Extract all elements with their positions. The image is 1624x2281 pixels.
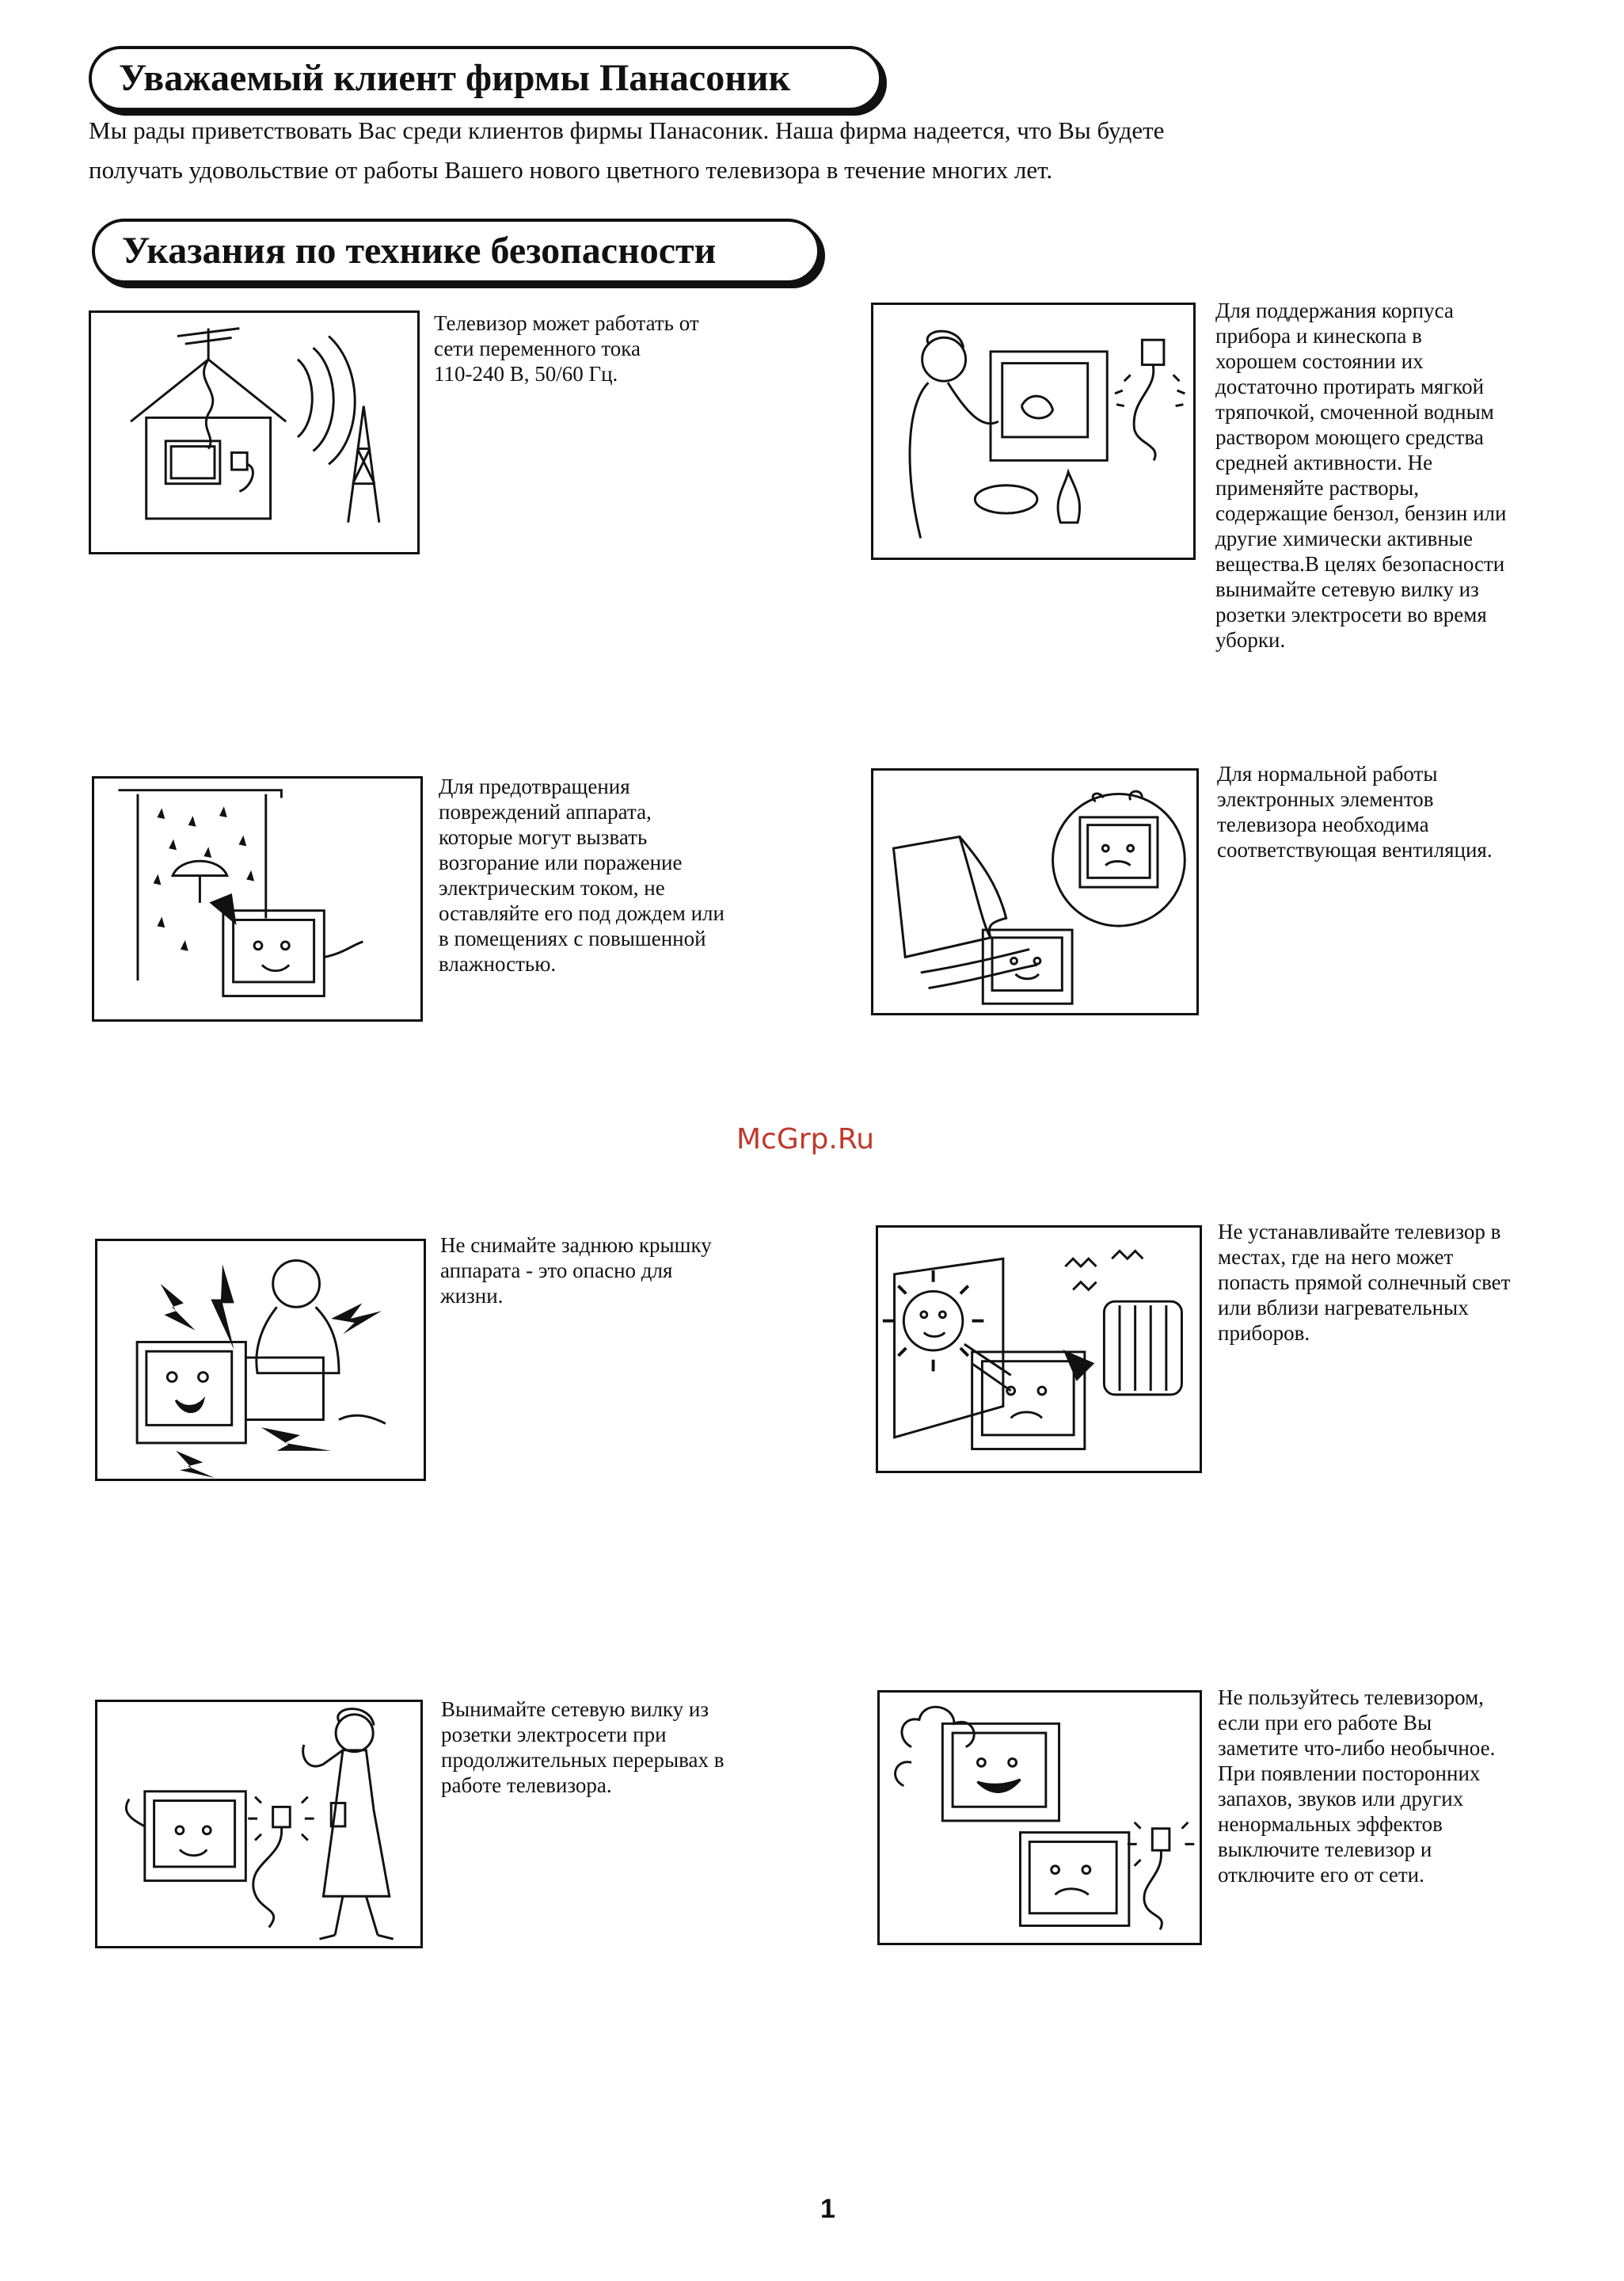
welcome-heading: Уважаемый клиент фирмы Панасоник [89, 46, 882, 111]
caption-line: При появлении посторонних [1218, 1761, 1481, 1785]
caption-line: вещества.В целях безопасности [1215, 552, 1505, 576]
caption-line: заметите что-либо необычное. [1218, 1736, 1496, 1760]
watermark: McGrp.Ru [736, 1123, 875, 1156]
caption-line: сети переменного тока [434, 337, 641, 360]
ventilation-tv-icon [871, 768, 1199, 1015]
caption-line: или вблизи нагревательных [1218, 1296, 1469, 1319]
caption-line: 110-240 В, 50/60 Гц. [434, 362, 618, 386]
caption-line: которые могут вызвать [439, 825, 648, 849]
electric-shock-caption: Не снимайте заднюю крышку аппарата - это… [440, 1232, 789, 1308]
rain-tv-icon [92, 776, 423, 1022]
sun-heater-caption: Не устанавливайте телевизор в местах, гд… [1218, 1219, 1566, 1346]
smoke-tv-icon [877, 1690, 1202, 1945]
caption-line: продолжительных перерывах в [441, 1748, 725, 1772]
caption-line: раствором моющего средства [1215, 425, 1484, 449]
caption-line: ненормальных эффектов [1218, 1812, 1443, 1836]
caption-line: розетки электросети во время [1215, 603, 1487, 626]
caption-line: применяйте растворы, [1215, 476, 1420, 500]
caption-line: возгорание или поражение [439, 851, 683, 874]
caption-line: если при его работе Вы [1218, 1711, 1432, 1735]
caption-line: жизни. [440, 1284, 504, 1308]
caption-line: электрическим током, не [439, 876, 665, 900]
caption-line: средней активности. Не [1215, 451, 1433, 474]
cleaning-caption: Для поддержания корпуса прибора и кинеск… [1215, 298, 1588, 653]
caption-line: аппарата - это опасно для [440, 1259, 673, 1282]
intro-line-1: Мы рады приветствовать Вас среди клиенто… [89, 116, 1165, 144]
caption-line: влажностью. [439, 952, 557, 976]
caption-line: розетки электросети при [441, 1723, 667, 1746]
caption-line: попасть прямой солнечный свет [1218, 1270, 1511, 1294]
intro-text: Мы рады приветствовать Вас среди клиенто… [89, 111, 1435, 190]
sun-heater-tv-icon [876, 1225, 1202, 1473]
rain-caption: Для предотвращения повреждений аппарата,… [439, 774, 787, 977]
caption-line: Не снимайте заднюю крышку [440, 1233, 712, 1257]
caption-line: Телевизор может работать от [434, 311, 699, 335]
caption-line: работе телевизора. [441, 1773, 612, 1797]
caption-line: повреждений аппарата, [439, 800, 652, 824]
caption-line: соответствующая вентиляция. [1217, 838, 1493, 862]
ventilation-caption: Для нормальной работы электронных элемен… [1217, 761, 1565, 863]
caption-line: Вынимайте сетевую вилку из [441, 1697, 709, 1721]
caption-line: Для нормальной работы [1217, 762, 1438, 786]
caption-line: Не устанавливайте телевизор в [1218, 1220, 1501, 1243]
antenna-house-icon [89, 310, 420, 554]
caption-line: запахов, звуков или других [1218, 1787, 1464, 1811]
caption-line: в помещениях с повышенной [439, 927, 706, 950]
caption-line: Не пользуйтесь телевизором, [1218, 1685, 1484, 1709]
caption-line: отключите его от сети. [1218, 1863, 1424, 1887]
caption-line: Для предотвращения [439, 775, 630, 798]
caption-line: содержащие бензол, бензин или [1215, 501, 1507, 525]
caption-line: прибора и кинескопа в [1215, 324, 1422, 348]
safety-heading: Указания по технике безопасности [92, 219, 820, 284]
unplug-tv-icon [95, 1700, 423, 1948]
caption-line: электронных элементов [1217, 787, 1434, 811]
smoke-caption: Не пользуйтесь телевизором, если при его… [1218, 1685, 1566, 1887]
caption-line: достаточно протирать мягкой [1215, 375, 1485, 398]
cleaning-tv-icon [871, 303, 1196, 560]
caption-line: вынимайте сетевую вилку из [1215, 577, 1479, 601]
caption-line: местах, где на него может [1218, 1245, 1454, 1269]
caption-line: телевизора необходима [1217, 813, 1429, 836]
electric-shock-icon [95, 1239, 426, 1481]
caption-line: тряпочкой, смоченной водным [1215, 400, 1494, 424]
caption-line: уборки. [1215, 628, 1286, 652]
caption-line: оставляйте его под дождем или [439, 901, 725, 925]
caption-line: хорошем состоянии их [1215, 349, 1424, 373]
caption-line: выключите телевизор и [1218, 1837, 1432, 1861]
caption-line: приборов. [1218, 1321, 1310, 1345]
intro-line-2: получать удовольствие от работы Вашего н… [89, 156, 1053, 184]
page-number: 1 [820, 2194, 835, 2224]
caption-line: Для поддержания корпуса [1215, 299, 1454, 322]
caption-line: другие химически активные [1215, 527, 1473, 550]
unplug-caption: Вынимайте сетевую вилку из розетки элект… [441, 1696, 789, 1798]
antenna-house-caption: Телевизор может работать от сети перемен… [434, 310, 782, 387]
